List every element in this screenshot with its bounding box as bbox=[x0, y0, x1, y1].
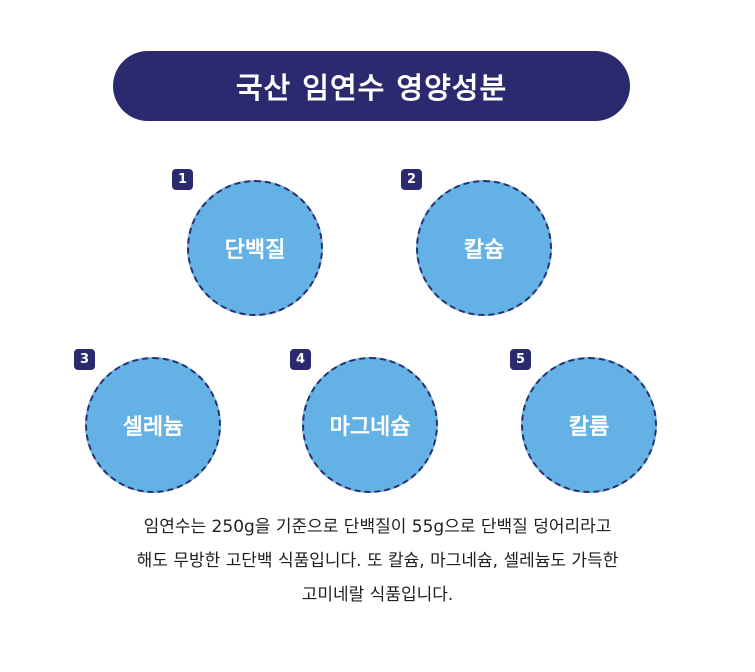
nutrient-circle-magnesium: 마그네슘 bbox=[302, 357, 438, 493]
nutrient-circle-calcium: 칼슘 bbox=[416, 180, 552, 316]
nutrient-number-badge: 2 bbox=[401, 169, 422, 190]
nutrient-number-badge: 5 bbox=[510, 349, 531, 370]
nutrient-label: 셀레늄 bbox=[122, 415, 184, 440]
nutrient-circle-protein: 단백질 bbox=[187, 180, 323, 316]
nutrient-number-badge: 4 bbox=[290, 349, 311, 370]
nutrient-circle-selenium: 셀레늄 bbox=[85, 357, 221, 493]
nutrient-number-badge: 3 bbox=[74, 349, 95, 370]
description-line: 고미네랄 식품입니다. bbox=[301, 585, 454, 605]
description-line: 임연수는 250g을 기준으로 단백질이 55g으로 단백질 덩어리라고 bbox=[143, 517, 612, 537]
description-text: 임연수는 250g을 기준으로 단백질이 55g으로 단백질 덩어리라고 해도 … bbox=[40, 510, 715, 612]
title-banner: 국산 임연수 영양성분 bbox=[113, 51, 630, 121]
nutrient-label: 칼슘 bbox=[463, 238, 505, 263]
nutrient-label: 칼륨 bbox=[568, 415, 610, 440]
page-title: 국산 임연수 영양성분 bbox=[235, 71, 508, 105]
nutrient-label: 단백질 bbox=[224, 238, 286, 263]
description-line: 해도 무방한 고단백 식품입니다. 또 칼슘, 마그네슘, 셀레늄도 가득한 bbox=[136, 551, 619, 571]
nutrient-label: 마그네슘 bbox=[329, 415, 411, 440]
nutrient-circle-potassium: 칼륨 bbox=[521, 357, 657, 493]
nutrient-number-badge: 1 bbox=[172, 169, 193, 190]
